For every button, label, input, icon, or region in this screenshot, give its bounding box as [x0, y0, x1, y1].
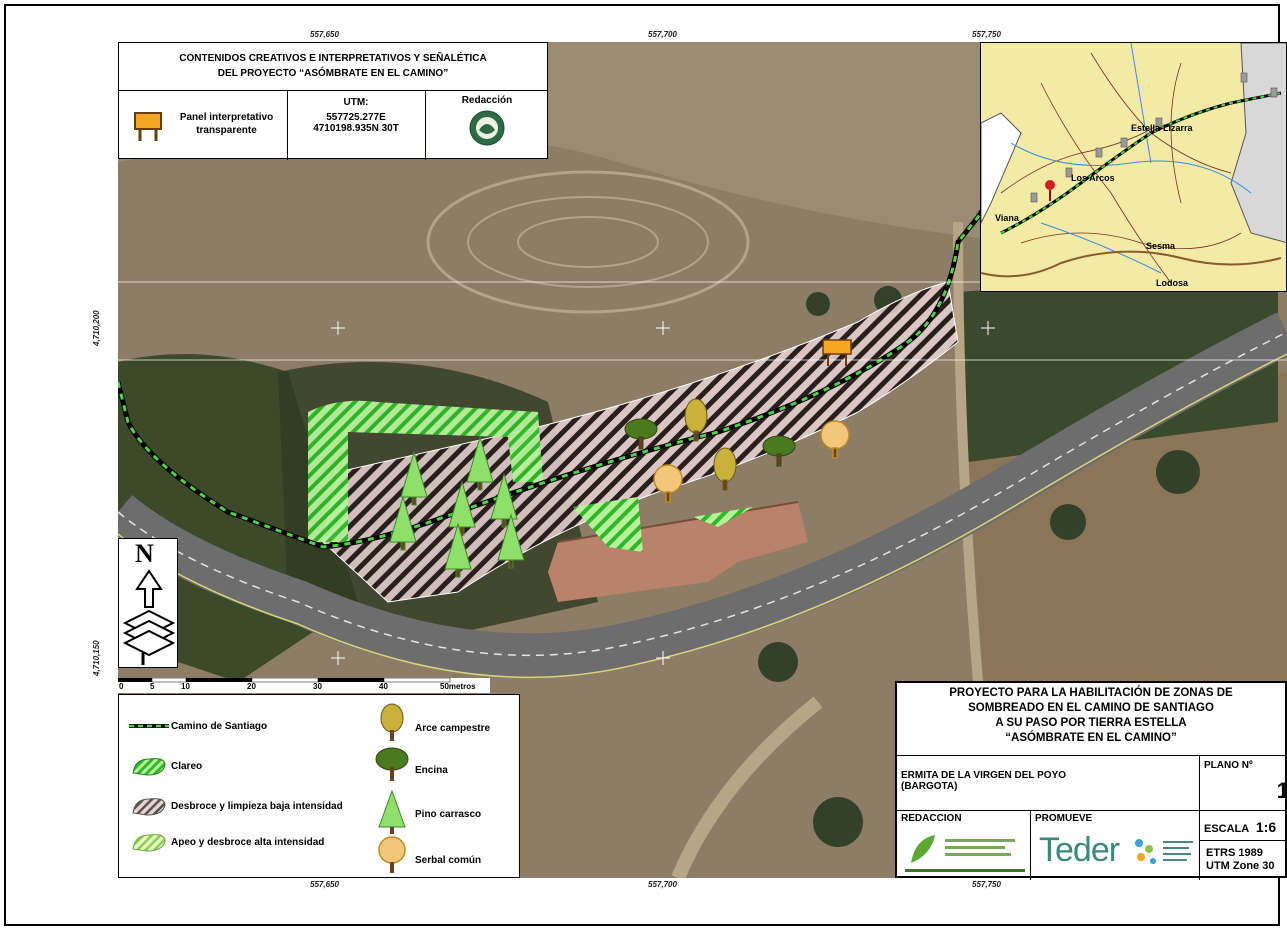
camino-line-icon — [129, 724, 169, 728]
panel-sign-icon — [134, 112, 162, 141]
coord-left-2: 4,710,150 — [92, 640, 101, 676]
panel-label-line1: Panel interpretativo — [179, 112, 274, 123]
scale-label-40: 40 — [379, 682, 388, 691]
project-title: PROYECTO PARA LA HABILITACIÓN DE ZONAS D… — [897, 683, 1285, 756]
plano-label: PLANO Nº — [1204, 760, 1253, 771]
legend-clareo: Clareo — [171, 761, 203, 772]
promueve-title: PROMUEVE — [1035, 813, 1093, 824]
coord-top-3: 557,750 — [972, 30, 1001, 39]
panel-sign-marker — [822, 339, 852, 366]
scale-label-30: 30 — [313, 682, 322, 691]
inset-town-viana: Viana — [995, 213, 1019, 223]
legend-desbroce-baja: Desbroce y limpieza baja intensidad — [171, 801, 343, 812]
location-inset-map[interactable]: Estella-Lizarra Los Arcos Viana Sesma Lo… — [980, 42, 1287, 292]
coord-top-1: 557,650 — [310, 30, 339, 39]
plano-cell: PLANO Nº 1 — [1200, 756, 1287, 811]
project-line-4: “ASÓMBRATE EN EL CAMINO” — [1005, 732, 1177, 744]
arce-tree-icon — [380, 703, 404, 741]
scale-label-20: 20 — [247, 682, 256, 691]
panel-cell: Panel interpretativo transparente — [119, 91, 288, 160]
redaccion-logo-icon — [905, 833, 1025, 872]
redaccion-label: Redacción — [461, 95, 513, 106]
crs-line-1: ETRS 1989 — [1206, 847, 1263, 859]
serbal-tree-icon — [378, 836, 406, 873]
redaccion-cell: Redacción — [425, 91, 549, 160]
clareo-swatch-icon — [132, 758, 166, 776]
project-line-1: PROYECTO PARA LA HABILITACIÓN DE ZONAS D… — [949, 687, 1233, 699]
scale-label-5: 5 — [150, 682, 155, 691]
scale-bar: 0 5 10 20 30 40 50metros — [118, 678, 490, 693]
pino-tree-icon — [378, 789, 406, 834]
plano-value: 1 — [1276, 778, 1287, 803]
inset-town-sesma: Sesma — [1146, 241, 1176, 251]
project-line-3: A SU PASO POR TIERRA ESTELLA — [995, 717, 1187, 729]
coord-bottom-3: 557,750 — [972, 880, 1001, 889]
north-arrow: N — [118, 538, 178, 668]
legend-camino: Camino de Santiago — [171, 721, 268, 732]
site-line-2: (BARGOTA) — [901, 781, 958, 792]
legend-apeo-alta: Apeo y desbroce alta intensidad — [171, 837, 325, 848]
encina-tree-icon — [375, 747, 409, 781]
legend-serbal: Serbal común — [415, 855, 482, 866]
desbroce-baja-swatch-icon — [132, 798, 166, 816]
coord-top-2: 557,700 — [648, 30, 677, 39]
title-block: PROYECTO PARA LA HABILITACIÓN DE ZONAS D… — [895, 681, 1287, 880]
map-legend: Camino de Santiago Clareo Desbroce y lim… — [118, 694, 520, 878]
inset-town-los-arcos: Los Arcos — [1071, 173, 1115, 183]
crs-line-2: UTM Zone 30 — [1206, 860, 1275, 872]
legend-arce: Arce campestre — [415, 723, 491, 734]
redaccion-seal-icon — [469, 110, 505, 146]
promueve-block: PROMUEVE Teder — [1031, 811, 1200, 880]
escala-label: ESCALA — [1204, 823, 1249, 835]
coord-bottom-2: 557,700 — [648, 880, 677, 889]
inset-town-lodosa: Lodosa — [1156, 278, 1189, 288]
site-line-1: ERMITA DE LA VIRGEN DEL POYO — [901, 770, 1067, 781]
inset-graphics — [981, 43, 1286, 291]
utm-northing: 4710198.935N 30T — [313, 123, 399, 134]
scale-label-0: 0 — [119, 682, 124, 691]
utm-cell: UTM: 557725.277E 4710198.935N 30T — [287, 91, 426, 160]
redaccion-title: REDACCION — [901, 813, 962, 824]
coord-left-1: 4,710,200 — [92, 310, 101, 346]
escala-cell: ESCALA 1:6 — [1200, 811, 1287, 841]
title-line-1: CONTENIDOS CREATIVOS E INTERPRETATIVOS Y… — [179, 53, 487, 64]
apeo-alta-swatch-icon — [132, 834, 166, 852]
utm-label: UTM: — [343, 97, 369, 108]
teder-logo-text: Teder — [1039, 831, 1120, 869]
coord-bottom-1: 557,650 — [310, 880, 339, 889]
teder-partner-logo-icon — [1135, 839, 1193, 864]
scale-bar-graphic — [118, 678, 451, 683]
scale-label-10: 10 — [181, 682, 190, 691]
inset-town-estella: Estella-Lizarra — [1131, 123, 1193, 133]
escala-value: 1:6 — [1255, 819, 1277, 835]
panel-label-line2: transparente — [196, 125, 257, 136]
title-line-2: DEL PROYECTO “ASÓMBRATE EN EL CAMINO” — [217, 68, 449, 79]
utm-easting: 557725.277E — [326, 112, 386, 123]
north-letter: N — [135, 539, 154, 568]
legend-pino: Pino carrasco — [415, 809, 482, 820]
project-line-2: SOMBREADO EN EL CAMINO DE SANTIAGO — [968, 702, 1214, 714]
north-arrow-icon — [122, 569, 176, 665]
title-box: CONTENIDOS CREATIVOS E INTERPRETATIVOS Y… — [118, 42, 549, 160]
scale-label-50: 50metros — [440, 682, 476, 691]
crs-cell: ETRS 1989 UTM Zone 30 — [1200, 841, 1287, 880]
site-cell: ERMITA DE LA VIRGEN DEL POYO (BARGOTA) — [897, 756, 1200, 811]
legend-encina: Encina — [415, 765, 448, 776]
title-header: CONTENIDOS CREATIVOS E INTERPRETATIVOS Y… — [119, 43, 547, 91]
redaccion-block: REDACCION — [897, 811, 1031, 880]
location-pin-marker — [1045, 180, 1055, 201]
